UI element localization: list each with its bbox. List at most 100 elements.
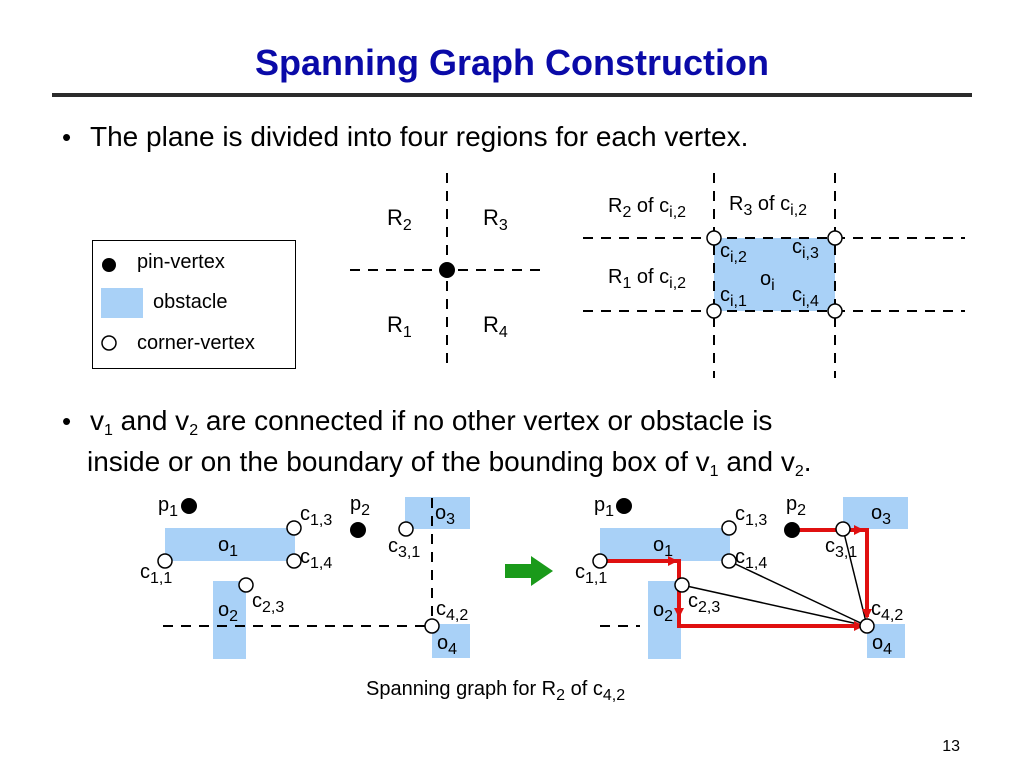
- label-text: o: [653, 534, 665, 556]
- label-o2: o2: [218, 599, 238, 625]
- label-r3-of-ci2: R3 of ci,2: [729, 193, 807, 219]
- region-label-r3: R3: [483, 205, 508, 234]
- label-ci2: ci,2: [720, 240, 747, 266]
- four-regions-diagram: [350, 173, 545, 370]
- caption-text: of c: [565, 678, 603, 700]
- corner-vertex-icon: [706, 303, 722, 319]
- subscript: 1,1: [585, 570, 608, 587]
- label-o4: o4: [872, 632, 892, 658]
- label-text: c: [720, 240, 730, 262]
- label-o1: o1: [653, 534, 673, 560]
- corner-regions-diagram: [583, 173, 965, 378]
- corner-vertex-icon: [286, 553, 302, 569]
- label-text: c: [575, 561, 585, 583]
- corner-vertex-icon: [721, 520, 737, 536]
- label-text: o: [653, 599, 665, 621]
- bullet-2-text: inside or on the boundary of the boundin…: [87, 446, 710, 477]
- label-o3: o3: [871, 502, 891, 528]
- label-text: o: [218, 534, 230, 556]
- transform-arrow-icon: [505, 556, 553, 586]
- label-o2: o2: [653, 599, 673, 625]
- bullet-dot: •: [62, 406, 72, 436]
- label-c23: c2,3: [688, 590, 720, 616]
- label-c42: c4,2: [871, 598, 903, 624]
- label-text: p: [594, 494, 606, 516]
- label-text: p: [158, 494, 170, 516]
- region-letter: R: [483, 312, 499, 337]
- bullet-dot: •: [62, 122, 72, 152]
- page-number: 13: [942, 738, 960, 755]
- label-text: c: [735, 546, 745, 568]
- subscript: i,4: [802, 293, 819, 310]
- label-text: c: [300, 546, 310, 568]
- label-text: c: [388, 535, 398, 557]
- subscript: 2: [622, 204, 632, 221]
- pin-vertex-icon: [784, 522, 800, 538]
- subscript: 1: [402, 324, 412, 341]
- corner-vertex-icon: [859, 618, 875, 634]
- subscript: 4,2: [602, 687, 626, 704]
- bullet-2-text: .: [803, 446, 812, 477]
- pin-vertex-icon: [616, 498, 632, 514]
- obstacle-swatch-icon: [101, 288, 143, 318]
- graph-edge: [681, 584, 868, 627]
- obstacle-o3: [405, 497, 470, 529]
- label-text: o: [871, 502, 883, 524]
- label-p2: p2: [350, 493, 370, 519]
- subscript: 3: [882, 511, 892, 528]
- bullet-2-line-2: inside or on the boundary of the boundin…: [87, 442, 812, 482]
- label-text: c: [735, 503, 745, 525]
- subscript: 2: [189, 422, 199, 439]
- label-o1: o1: [218, 534, 238, 560]
- subscript: i,2: [669, 275, 687, 292]
- label-text: o: [760, 268, 772, 290]
- label-r2-of-ci2: R2 of ci,2: [608, 195, 686, 221]
- subscript: 3: [743, 202, 753, 219]
- label-c42: c4,2: [436, 598, 468, 624]
- subscript: 3,1: [835, 544, 858, 561]
- title-underline: [52, 93, 972, 97]
- label-c11: c1,1: [140, 561, 172, 587]
- label-c13: c1,3: [735, 503, 767, 529]
- label-text: c: [300, 503, 310, 525]
- subscript: 1,3: [310, 512, 333, 529]
- label-text: p: [350, 493, 362, 515]
- subscript: 1: [104, 422, 113, 439]
- legend-corner-label: corner-vertex: [137, 332, 255, 354]
- subscript: 2: [797, 502, 807, 519]
- subscript: 2: [664, 608, 674, 625]
- subscript: 4: [883, 641, 893, 658]
- label-c13: c1,3: [300, 503, 332, 529]
- region-label-r4: R4: [483, 312, 508, 341]
- label-c23: c2,3: [252, 590, 284, 616]
- subscript: i,2: [730, 249, 747, 266]
- label-c31: c3,1: [388, 535, 420, 561]
- pin-vertex-icon: [350, 522, 366, 538]
- label-c14: c1,4: [300, 546, 332, 572]
- pin-vertex-icon: [439, 262, 455, 278]
- bullet-1: • The plane is divided into four regions…: [62, 117, 748, 157]
- path-edge-red: [795, 528, 872, 619]
- legend-obstacle-label: obstacle: [153, 291, 228, 313]
- subscript: 1,3: [745, 512, 768, 529]
- subscript: 4: [448, 641, 458, 658]
- graph-edge: [728, 560, 868, 627]
- corner-vertex-icon: [721, 553, 737, 569]
- caption-text: Spanning graph for R: [366, 678, 557, 700]
- label-text: c: [252, 590, 262, 612]
- region-letter: R: [483, 205, 499, 230]
- label-text: o: [437, 632, 449, 654]
- subscript: 2: [402, 217, 412, 234]
- region-label-r2: R2: [387, 207, 412, 234]
- label-text: c: [825, 535, 835, 557]
- corner-vertex-icon: [286, 520, 302, 536]
- subscript: i,2: [790, 202, 808, 219]
- label-text: c: [140, 561, 150, 583]
- page-title: Spanning Graph Construction: [255, 42, 769, 83]
- subscript: 2: [556, 687, 566, 704]
- subscript: 2,3: [262, 599, 285, 616]
- subscript: i,3: [802, 245, 819, 262]
- subscript: 4,2: [446, 607, 469, 624]
- corner-vertex-icon: [674, 577, 690, 593]
- legend-symbols: [101, 258, 143, 351]
